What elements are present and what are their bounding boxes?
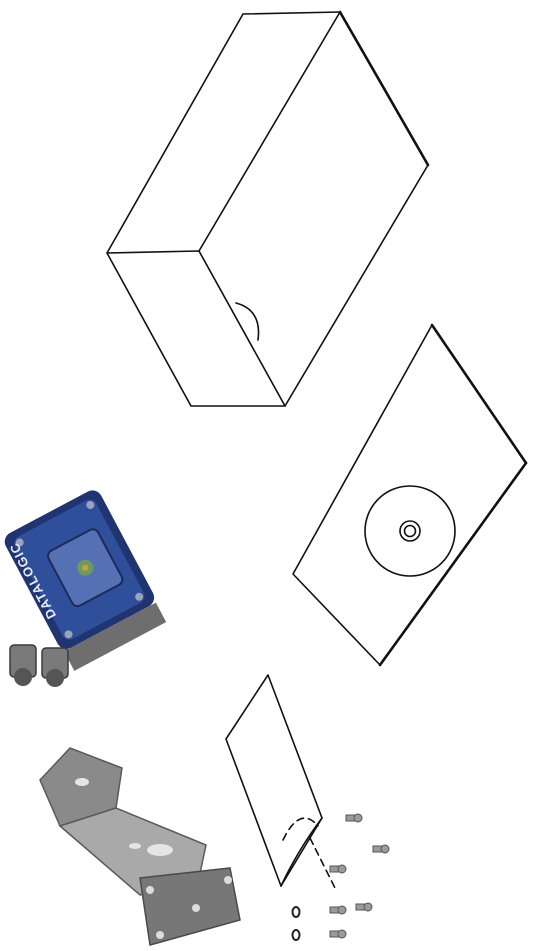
package-box-icon: [107, 12, 428, 406]
connector-icon: [10, 645, 68, 687]
washer-icon: [293, 907, 300, 940]
cd-manual-sheet: [293, 325, 526, 665]
bracket-icon: [40, 748, 240, 945]
envelope-icon: [226, 675, 336, 890]
screw-icon: [293, 814, 390, 940]
cd-disc-icon: [365, 486, 455, 576]
barcode-scanner-icon: DATALOGIC: [1, 487, 168, 687]
